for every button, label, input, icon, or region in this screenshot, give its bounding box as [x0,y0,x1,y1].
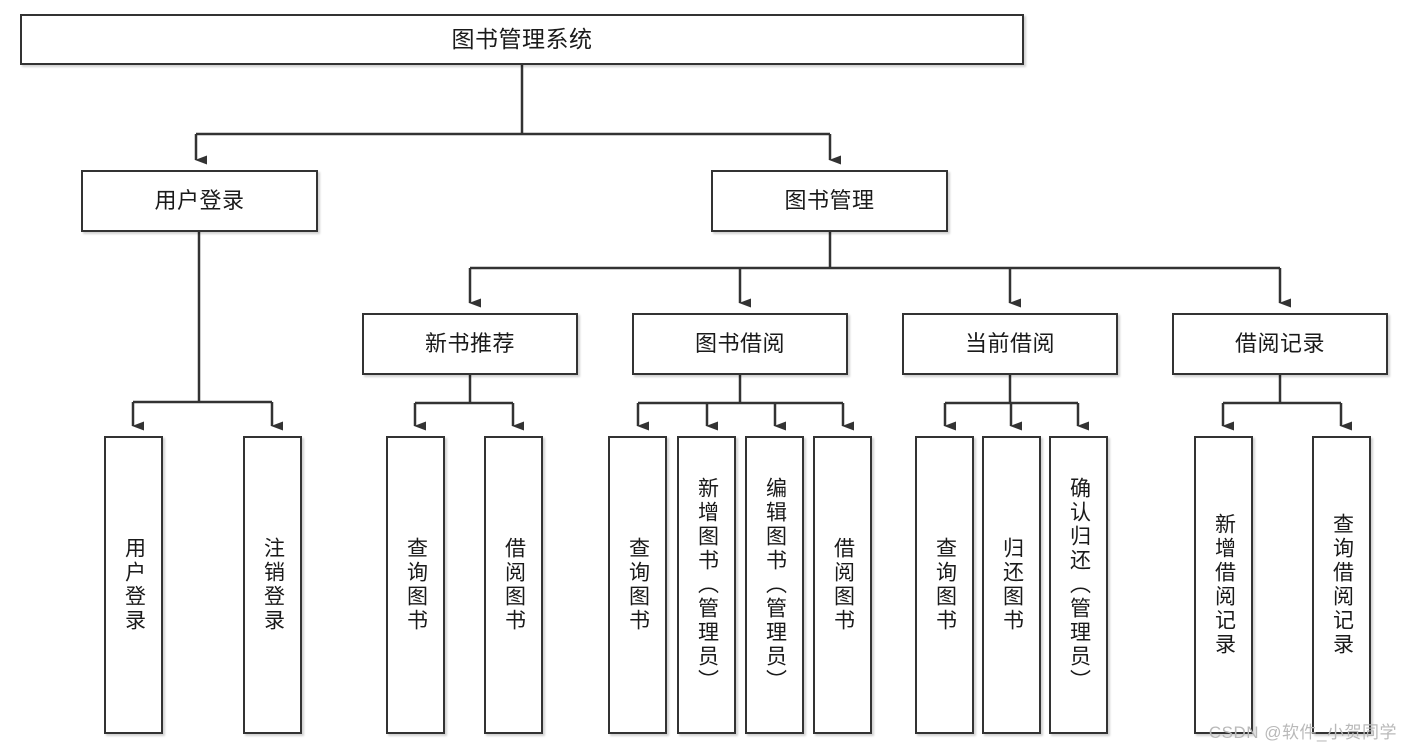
node-label: 借阅图书 [502,537,526,633]
node-new-book-recommendation[interactable]: 新书推荐 [362,313,578,375]
node-leaf-add-borrow-record[interactable]: 新增借阅记录 [1194,436,1253,734]
node-leaf-query-borrow-record[interactable]: 查询借阅记录 [1312,436,1371,734]
node-leaf-current-query-books[interactable]: 查询图书 [915,436,974,734]
node-leaf-logout[interactable]: 注销登录 [243,436,302,734]
node-leaf-user-login[interactable]: 用户登录 [104,436,163,734]
node-leaf-add-book-admin[interactable]: 新增图书（管理员） [677,436,736,734]
node-label: 图书管理系统 [451,25,593,52]
node-label: 查询借阅记录 [1330,513,1354,657]
node-label: 借阅记录 [1234,330,1325,356]
node-label: 新书推荐 [424,330,515,356]
node-book-management[interactable]: 图书管理 [711,170,948,232]
node-label: 查询图书 [626,537,650,633]
node-label: 新增借阅记录 [1212,513,1236,657]
node-leaf-edit-book-admin[interactable]: 编辑图书（管理员） [745,436,804,734]
node-label: 新增图书（管理员） [695,477,719,693]
node-label: 查询图书 [404,537,428,633]
watermark-text: CSDN @软件_小贺同学 [1208,723,1397,742]
node-borrowing-record[interactable]: 借阅记录 [1172,313,1388,375]
node-leaf-newbook-query-books[interactable]: 查询图书 [386,436,445,734]
node-leaf-return-books[interactable]: 归还图书 [982,436,1041,734]
node-current-borrowing[interactable]: 当前借阅 [902,313,1118,375]
node-root-book-management-system[interactable]: 图书管理系统 [20,14,1024,65]
node-label: 查询图书 [933,537,957,633]
node-leaf-borrow-books[interactable]: 借阅图书 [813,436,872,734]
node-label: 图书借阅 [694,330,785,356]
node-label: 当前借阅 [964,330,1055,356]
node-label: 注销登录 [261,537,285,633]
node-user-login[interactable]: 用户登录 [81,170,318,232]
node-leaf-confirm-return-admin[interactable]: 确认归还（管理员） [1049,436,1108,734]
node-book-borrowing[interactable]: 图书借阅 [632,313,848,375]
node-label: 用户登录 [122,537,146,633]
node-label: 归还图书 [1000,537,1024,633]
node-label: 确认归还（管理员） [1067,477,1091,693]
node-label: 用户登录 [154,187,245,213]
node-label: 图书管理 [784,187,875,213]
node-leaf-newbook-borrow-books[interactable]: 借阅图书 [484,436,543,734]
node-label: 借阅图书 [831,537,855,633]
node-leaf-borrow-query-books[interactable]: 查询图书 [608,436,667,734]
node-label: 编辑图书（管理员） [763,477,787,693]
